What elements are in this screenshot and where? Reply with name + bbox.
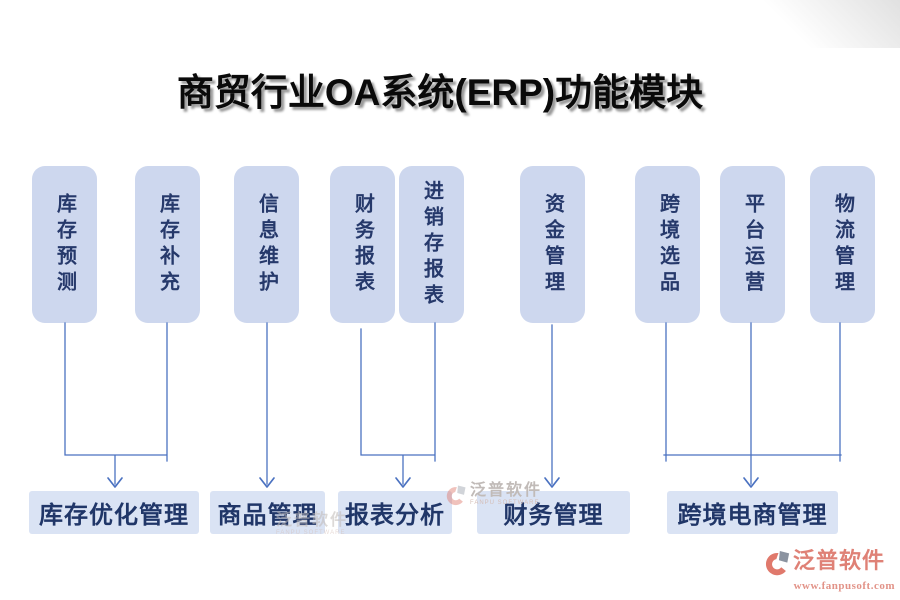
module-label: 信息维护 bbox=[255, 192, 278, 297]
connector-reports-group bbox=[360, 322, 436, 485]
arrowhead-icon bbox=[743, 477, 759, 488]
module-label: 库存预测 bbox=[53, 192, 76, 297]
page-title: 商贸行业OA系统(ERP)功能模块 bbox=[176, 72, 704, 113]
module-box-inventory-forecast: 库存预测 bbox=[32, 166, 97, 323]
watermark-brand: 泛普软件 bbox=[470, 482, 543, 499]
module-label: 财务报表 bbox=[351, 192, 374, 297]
category-box-product-management: 商品管理 bbox=[210, 491, 325, 534]
watermark-brand: 泛普软件 bbox=[276, 512, 349, 529]
module-label: 资金管理 bbox=[541, 192, 564, 297]
fanpu-logo-icon bbox=[446, 485, 466, 506]
module-box-info-maintenance: 信息维护 bbox=[234, 166, 299, 323]
watermark-brand-en: FANPU SOFTWARE bbox=[470, 499, 540, 506]
module-box-inventory-replenishment: 库存补充 bbox=[135, 166, 200, 323]
module-label: 进销存报表 bbox=[420, 179, 443, 310]
module-box-invoicing-reports: 进销存报表 bbox=[399, 166, 464, 323]
category-box-report-analysis: 报表分析 bbox=[338, 491, 452, 534]
corner-shade bbox=[725, 0, 900, 48]
watermark: 泛普软件 FANPU SOFTWARE bbox=[446, 482, 543, 509]
footer-brand: 泛普软件 www.fanpusoft.com bbox=[765, 548, 895, 592]
category-box-inventory-optimization: 库存优化管理 bbox=[29, 491, 199, 534]
arrowhead-icon bbox=[395, 477, 411, 488]
arrowhead-icon bbox=[544, 477, 560, 488]
module-label: 物流管理 bbox=[831, 192, 854, 297]
fanpu-logo-icon bbox=[765, 551, 790, 576]
module-label: 平台运营 bbox=[741, 192, 764, 297]
module-box-fund-management: 资金管理 bbox=[520, 166, 585, 323]
module-box-crossborder-selection: 跨境选品 bbox=[635, 166, 700, 323]
arrowhead-icon bbox=[107, 477, 123, 488]
connector-inventory-group bbox=[64, 322, 168, 485]
module-box-financial-reports: 财务报表 bbox=[330, 166, 395, 323]
module-label: 跨境选品 bbox=[656, 192, 679, 297]
module-box-platform-operation: 平台运营 bbox=[720, 166, 785, 323]
category-box-crossborder-ecommerce: 跨境电商管理 bbox=[667, 491, 838, 534]
module-label: 库存补充 bbox=[156, 192, 179, 297]
module-box-logistics-management: 物流管理 bbox=[810, 166, 875, 323]
arrowhead-icon bbox=[259, 477, 275, 488]
footer-brand-url: www.fanpusoft.com bbox=[793, 580, 895, 592]
category-box-financial-management: 财务管理 bbox=[477, 491, 630, 534]
watermark: 泛普软件 FANPU SOFTWARE bbox=[276, 512, 349, 536]
watermark-brand-en: FANPU SOFTWARE bbox=[276, 529, 346, 536]
connector-crossborder-group bbox=[663, 322, 842, 485]
footer-brand-name: 泛普软件 bbox=[793, 548, 886, 573]
